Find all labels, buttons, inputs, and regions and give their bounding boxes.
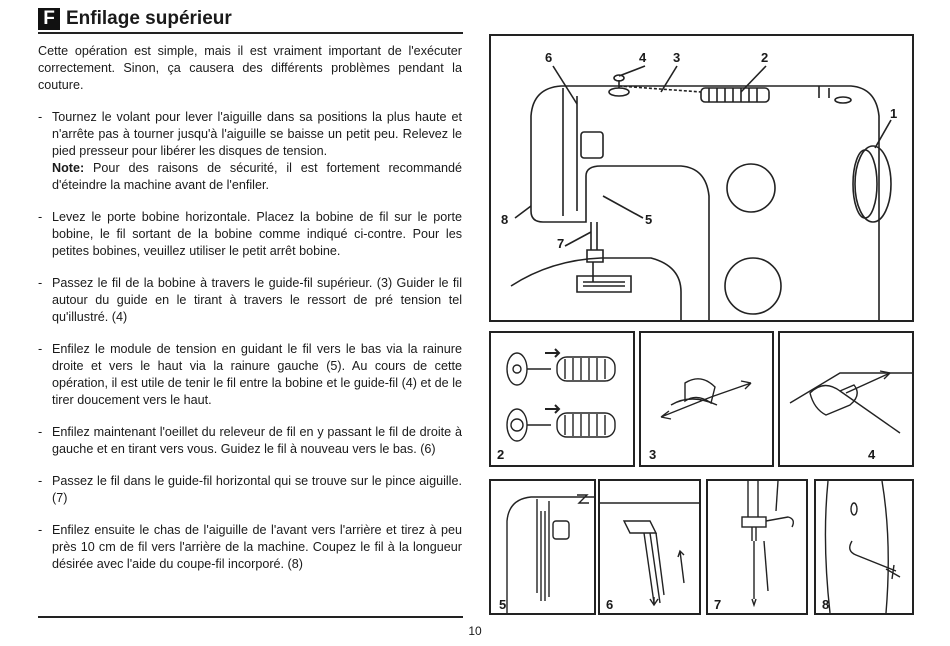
- figure-7-needle-clamp: 7: [706, 479, 808, 615]
- figure-8-thread-cutter: 8: [814, 479, 914, 615]
- page-title: Enfilage supérieur: [66, 8, 232, 29]
- callout-3: 3: [673, 50, 681, 65]
- figure-3-thread-guide: 3: [639, 331, 774, 467]
- step-text: Passez le fil dans le guide-fil horizont…: [52, 474, 462, 505]
- list-dash: -: [38, 210, 43, 224]
- figure-label-5: 5: [499, 597, 507, 612]
- bottom-divider: [38, 616, 463, 618]
- figure-label-7: 7: [714, 597, 722, 612]
- thread-guide-illustration: [660, 378, 752, 420]
- step-item: - Levez le porte bobine horizontale. Pla…: [38, 209, 462, 260]
- step-text: Tournez le volant pour lever l'aiguille …: [52, 110, 462, 158]
- figure-label-4: 4: [868, 447, 876, 462]
- step-text: Enfilez le module de tension en guidant …: [52, 342, 462, 407]
- note-text: Pour des raisons de sécurité, il est for…: [52, 161, 462, 192]
- spool-illustration: [506, 348, 616, 442]
- step-item: - Passez le fil de la bobine à travers l…: [38, 275, 462, 326]
- figure-5-tension-module: 5: [489, 479, 596, 615]
- callout-5: 5: [645, 212, 653, 227]
- figure-label-3: 3: [649, 447, 657, 462]
- section-header: F Enfilage supérieur: [38, 6, 462, 32]
- sewing-machine-illustration: [510, 65, 892, 320]
- list-dash: -: [38, 110, 43, 124]
- figure-label-2: 2: [497, 447, 505, 462]
- list-dash: -: [38, 523, 43, 537]
- page-number: 10: [468, 624, 482, 638]
- callout-8: 8: [501, 212, 509, 227]
- tension-module-illustration: [506, 494, 594, 613]
- step-text: Passez le fil de la bobine à travers le …: [52, 276, 462, 324]
- sewing-machine-figure: 6 4 3 2 1 8 5 7: [489, 34, 914, 322]
- step-item: - Enfilez maintenant l'oeillet du releve…: [38, 424, 462, 458]
- list-dash: -: [38, 474, 43, 488]
- list-dash: -: [38, 276, 43, 290]
- list-dash: -: [38, 425, 43, 439]
- figure-2-spools: 2: [489, 331, 635, 467]
- step-text: Enfilez ensuite le chas de l'aiguille de…: [52, 523, 462, 571]
- callout-7: 7: [557, 236, 565, 251]
- step-item: - Passez le fil dans le guide-fil horizo…: [38, 473, 462, 507]
- step-item: - Tournez le volant pour lever l'aiguill…: [38, 109, 462, 194]
- intro-paragraph: Cette opération est simple, mais il est …: [38, 44, 462, 92]
- callout-2: 2: [761, 50, 769, 65]
- note-label: Note:: [52, 161, 85, 175]
- step-note: Note: Pour des raisons de sécurité, il e…: [52, 160, 462, 194]
- top-divider: [38, 32, 463, 34]
- pretension-spring-illustration: [789, 370, 912, 434]
- figure-6-take-up-lever: 6: [598, 479, 701, 615]
- step-item: - Enfilez ensuite le chas de l'aiguille …: [38, 522, 462, 573]
- step-text: Enfilez maintenant l'oeillet du releveur…: [52, 425, 462, 456]
- take-up-lever-illustration: [600, 502, 699, 607]
- step-item: - Enfilez le module de tension en guidan…: [38, 341, 462, 409]
- callout-4: 4: [639, 50, 647, 65]
- list-dash: -: [38, 342, 43, 356]
- callout-6: 6: [545, 50, 553, 65]
- figure-label-6: 6: [606, 597, 614, 612]
- figure-label-8: 8: [822, 597, 830, 612]
- needle-clamp-illustration: [741, 481, 795, 608]
- section-badge: F: [38, 8, 60, 30]
- thread-cutter-illustration: [824, 481, 901, 613]
- instruction-text: Cette opération est simple, mais il est …: [38, 43, 462, 588]
- step-text: Levez le porte bobine horizontale. Place…: [52, 210, 462, 258]
- callout-1: 1: [890, 106, 898, 121]
- figure-4-pretension-spring: 4: [778, 331, 914, 467]
